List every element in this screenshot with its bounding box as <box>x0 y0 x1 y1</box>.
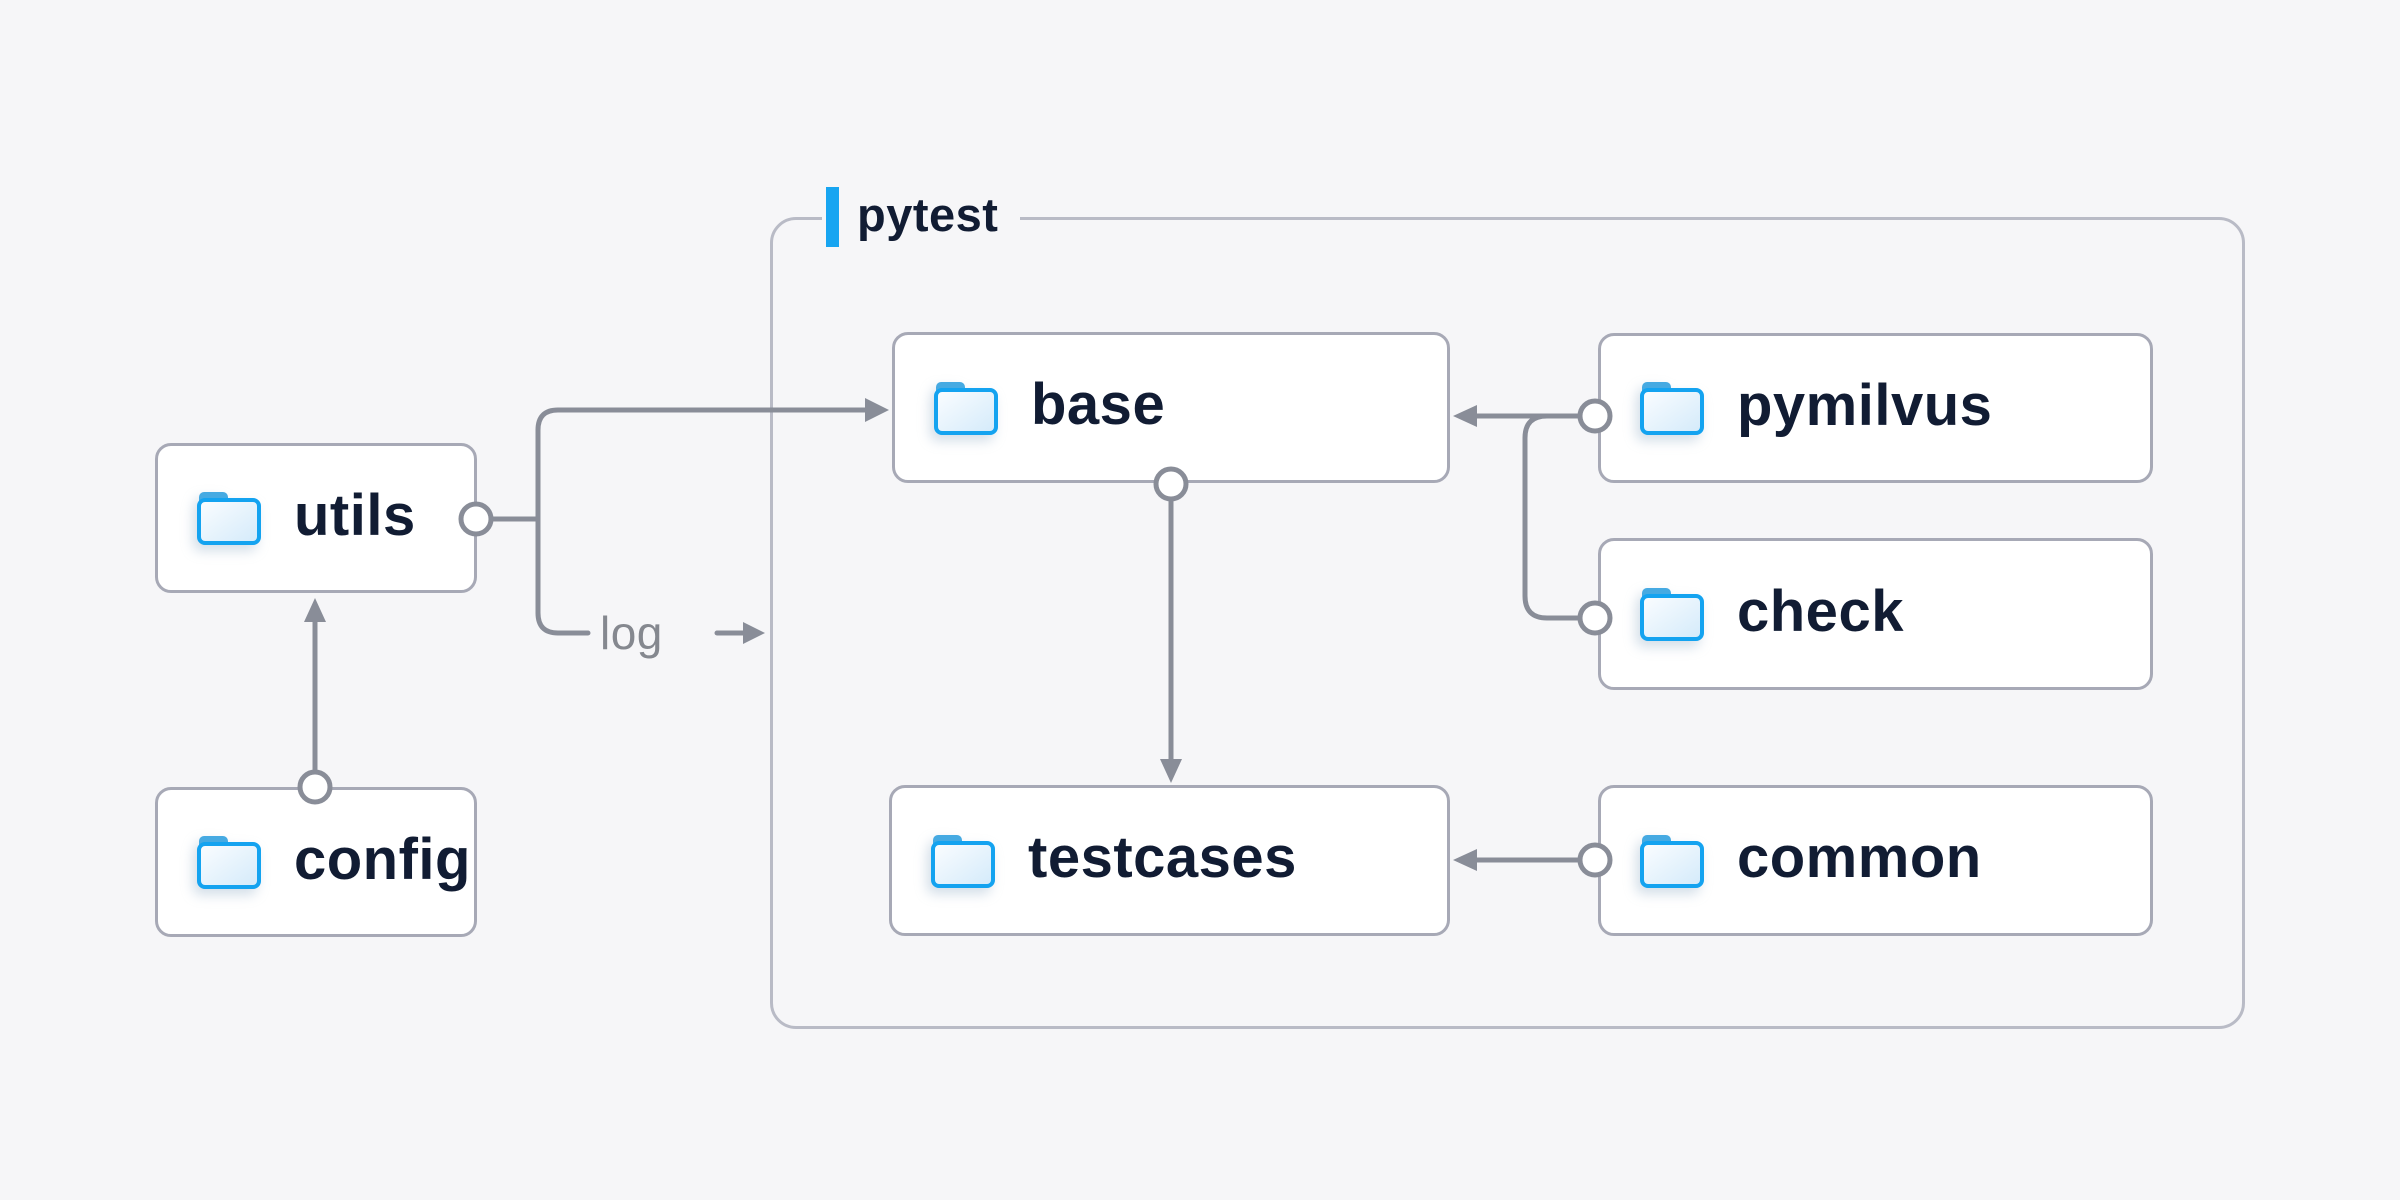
node-utils: utils <box>155 443 477 593</box>
folder-icon <box>934 381 998 435</box>
folder-icon <box>197 492 261 545</box>
node-common: common <box>1598 785 2153 936</box>
pytest-group-label: pytest <box>822 187 1021 247</box>
node-label: check <box>1737 578 1904 644</box>
node-config: config <box>155 787 477 937</box>
arrowhead-into-utils-bottom <box>304 598 326 622</box>
pytest-group-title: pytest <box>857 188 999 241</box>
node-label: base <box>1031 372 1166 437</box>
folder-icon <box>1640 588 1704 641</box>
node-label: common <box>1737 825 1982 890</box>
node-label: utils <box>294 482 416 548</box>
edge-label-log: log <box>600 607 663 659</box>
node-base: base <box>892 332 1450 483</box>
folder-icon <box>1640 382 1704 435</box>
node-label: config <box>294 826 471 892</box>
folder-icon <box>1640 834 1704 888</box>
node-label: testcases <box>1028 825 1297 890</box>
folder-icon <box>197 836 261 889</box>
node-check: check <box>1598 538 2153 690</box>
accent-bar-icon <box>826 187 839 247</box>
folder-icon <box>931 834 995 888</box>
arrowhead-log <box>743 622 765 644</box>
node-testcases: testcases <box>889 785 1450 936</box>
node-pymilvus: pymilvus <box>1598 333 2153 483</box>
node-label: pymilvus <box>1737 372 1993 438</box>
